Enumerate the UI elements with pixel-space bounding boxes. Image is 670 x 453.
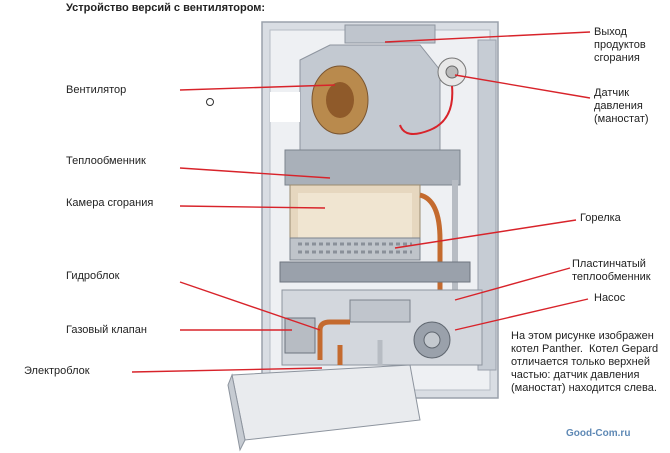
- diagram-title: Устройство версий с вентилятором:: [66, 2, 266, 14]
- heat-exchanger: [284, 149, 461, 186]
- label-plate-heat-exchanger: Пластинчатый теплообменник: [572, 258, 651, 283]
- control-box: [231, 364, 421, 441]
- plate-heat-exchanger: [349, 299, 411, 323]
- leader-pressure-sensor: [454, 74, 591, 99]
- label-pressure-sensor: Датчик давления (маностат): [594, 87, 649, 125]
- burner: [289, 237, 421, 261]
- label-electro-block: Электроблок: [24, 365, 90, 377]
- label-pump: Насос: [594, 292, 626, 304]
- watermark: Good-Com.ru: [566, 428, 631, 439]
- flue-outlet: [344, 24, 436, 44]
- marker-ring: [206, 98, 214, 106]
- label-combustion-chamber: Камера сгорания: [66, 197, 154, 209]
- leader-plate-heat-exchanger: [454, 267, 571, 301]
- leader-pump: [454, 298, 589, 331]
- leader-burner: [394, 219, 577, 249]
- label-gas-valve: Газовый клапан: [66, 324, 147, 336]
- leader-heat-exchanger: [179, 167, 331, 179]
- label-hydroblock: Гидроблок: [66, 270, 120, 282]
- caption-note: На этом рисунке изображен котел Panther.…: [511, 330, 659, 394]
- leader-hydroblock: [179, 281, 321, 331]
- label-burner: Горелка: [580, 212, 621, 224]
- leader-exhaust: [384, 31, 591, 43]
- label-fan: Вентилятор: [66, 84, 127, 96]
- leader-fan: [179, 84, 336, 91]
- leader-electro-block: [131, 367, 323, 373]
- label-exhaust: Выход продуктов сгорания: [594, 26, 646, 64]
- label-heat-exchanger: Теплообменник: [66, 155, 146, 167]
- leader-combustion-chamber: [179, 205, 326, 209]
